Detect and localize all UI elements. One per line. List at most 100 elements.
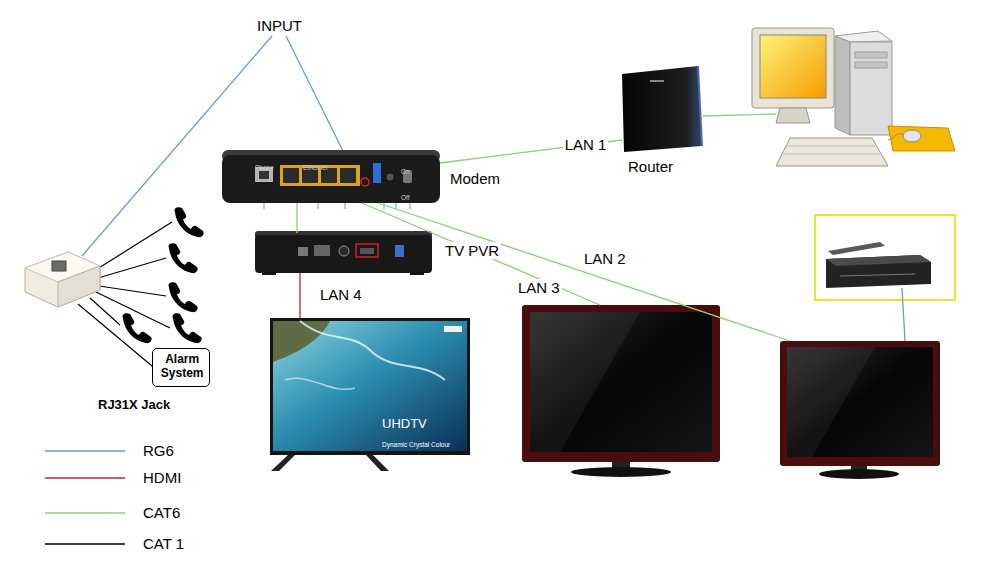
port-tick	[345, 203, 346, 209]
tower-drive	[855, 62, 887, 68]
legend-line-sample	[45, 543, 125, 544]
ethernet-port-frame	[280, 165, 360, 186]
port-tick	[264, 203, 265, 209]
legend-line-sample	[45, 450, 125, 451]
set-top-box-slot	[840, 274, 915, 276]
hdmi-connector	[299, 273, 300, 318]
cat1-wire	[78, 304, 152, 366]
lan-label: LAN 4	[318, 286, 364, 303]
legend-line-sample	[45, 512, 125, 513]
text-holder: LAN 4	[318, 286, 364, 304]
usb-port	[373, 163, 381, 183]
router-device: Router	[622, 66, 702, 152]
set-top-box	[826, 255, 931, 288]
pvr-foot	[262, 272, 276, 275]
text-holder: LAN 3	[516, 279, 562, 297]
device-label: Router	[628, 158, 673, 175]
alarm-system-box: Alarm System	[152, 348, 210, 387]
rg6-wire	[902, 288, 905, 341]
cat6-wire	[362, 203, 600, 305]
jack-label: RJ31X Jack	[96, 398, 172, 413]
screen-slogan: Dynamic Crystal Colour	[382, 441, 450, 448]
text-holder: Alarm System	[155, 353, 209, 381]
text-holder: CAT 1	[143, 535, 184, 553]
keyboard-row	[782, 154, 882, 155]
monitor-frame	[752, 28, 834, 108]
monitor-screen	[760, 35, 826, 98]
text-holder: On	[401, 160, 410, 178]
tv-gloss	[787, 347, 875, 457]
pvr-foot	[410, 272, 424, 275]
cat6-connector	[296, 203, 297, 233]
text-holder: INPUT	[255, 17, 304, 35]
cat1-wire	[90, 298, 120, 325]
power-jack	[387, 174, 394, 181]
mouse-pad	[888, 126, 955, 151]
lan-label: LAN 1	[563, 136, 609, 153]
phone-handset	[123, 313, 152, 343]
jack-body	[25, 252, 100, 307]
phone-port-hole	[259, 171, 269, 179]
keyboard-row	[786, 146, 877, 147]
port-label: Phone	[255, 164, 274, 171]
tv-gloss	[530, 312, 640, 452]
legend-text: CAT 1	[143, 535, 184, 552]
phone-icon	[169, 282, 198, 312]
tv-screen	[787, 347, 933, 457]
text-holder: RG6	[143, 442, 174, 460]
port-tick	[396, 203, 397, 209]
router-logo	[650, 80, 664, 82]
uhd-tv-screen	[273, 321, 467, 451]
tv-bezel	[522, 305, 720, 462]
port-tick	[384, 203, 385, 209]
remote-control	[828, 242, 885, 255]
port-tick	[318, 203, 319, 209]
tv-pvr-device: TV PVR	[255, 233, 432, 273]
tv-base	[571, 467, 671, 477]
lan-label: LAN 2	[582, 250, 628, 267]
mouse-cord	[888, 134, 903, 140]
router-body	[622, 66, 702, 152]
jack-side	[58, 266, 100, 307]
port-label: Ethernet	[303, 164, 328, 171]
tv-screen	[530, 312, 712, 452]
tv-stand-leg	[366, 455, 389, 471]
legend-text: CAT6	[143, 504, 180, 521]
phone-handset	[169, 282, 198, 312]
hdmi-port	[360, 248, 374, 254]
text-holder: Router	[628, 158, 673, 176]
hdmi-port-highlight	[356, 244, 378, 257]
rg6-wire	[82, 36, 272, 256]
text-holder: RJ31X Jack	[96, 395, 172, 413]
ethernet-port	[283, 168, 299, 183]
cat1-wire	[94, 222, 172, 271]
cat1-wire	[98, 258, 166, 278]
keyboard	[776, 138, 888, 166]
switch-label: On	[401, 168, 410, 175]
lan-label: LAN 3	[516, 279, 562, 296]
device-label: TV PVR	[443, 242, 501, 259]
tv-stand-leg	[271, 455, 295, 471]
uhd-badge	[444, 326, 462, 332]
tower-front	[850, 42, 892, 135]
uhd-tv-device: UHDTV Dynamic Crystal Colour	[270, 318, 470, 455]
legend-text: RG6	[143, 442, 174, 459]
input-label: INPUT	[255, 17, 304, 34]
tv-base	[819, 469, 899, 479]
screen-foam	[300, 321, 445, 380]
screen-foam	[285, 378, 355, 389]
phone-icon	[175, 207, 204, 237]
text-holder: LAN 1	[563, 136, 609, 154]
rg6-wire	[286, 36, 345, 155]
pvr-body	[255, 235, 432, 273]
mouse	[903, 130, 921, 142]
legend-text: HDMI	[143, 469, 181, 486]
tower-drive	[855, 52, 887, 58]
router-edge	[698, 66, 702, 146]
screen-brand: UHDTV	[382, 417, 427, 432]
ethernet-port	[340, 168, 356, 183]
text-holder: Dynamic Crystal Colour	[382, 433, 450, 451]
screen-rock	[273, 321, 330, 362]
